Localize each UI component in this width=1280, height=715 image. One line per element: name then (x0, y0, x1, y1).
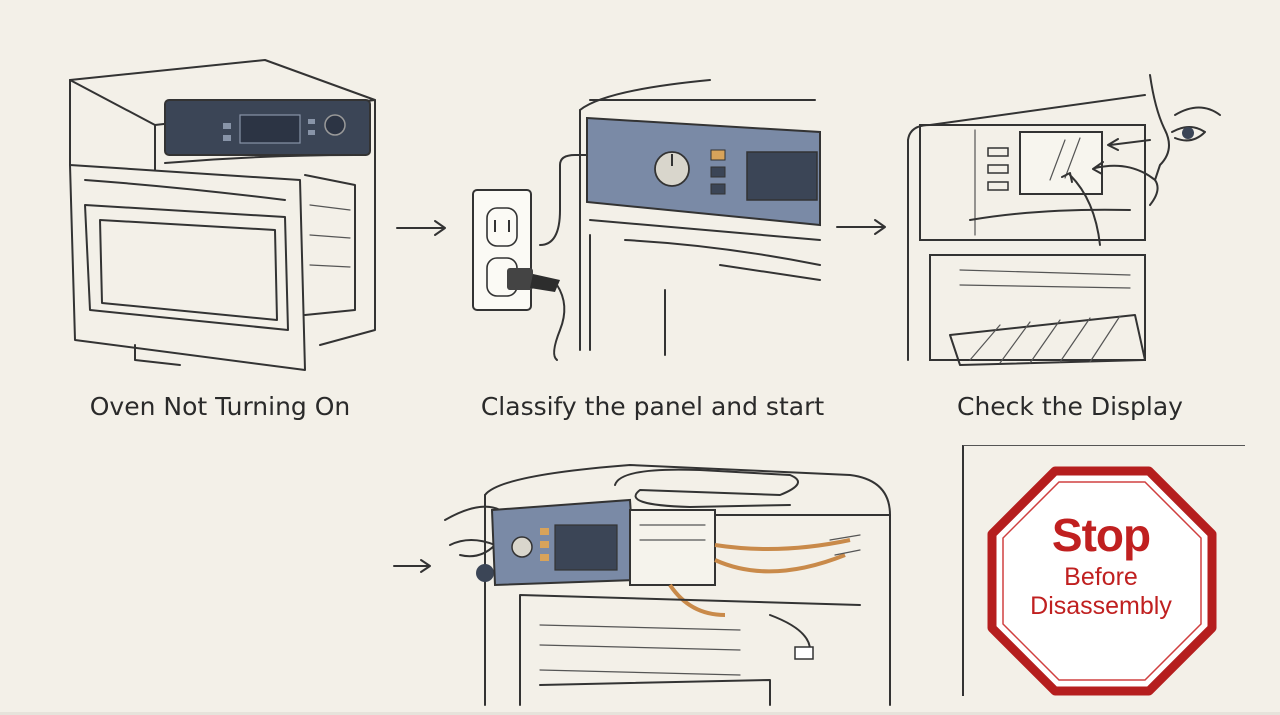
step-2-caption: Classify the panel and start (480, 392, 825, 421)
arrow-right-icon (396, 220, 446, 236)
check-display-illustration (907, 74, 1221, 366)
step-3-caption: Check the Display (957, 392, 1183, 421)
oven-wiring-illustration (444, 464, 891, 706)
arrow-right-icon (393, 559, 431, 573)
step-1-caption: Oven Not Turning On (89, 392, 351, 421)
stop-sign-title: Stop (1051, 509, 1151, 561)
stop-sign-line2: Disassembly (1030, 592, 1172, 620)
stop-sign-line1: Before (1064, 563, 1138, 591)
stop-sign-frame (962, 445, 1245, 696)
stop-sign-icon (987, 466, 1217, 696)
footer-divider (0, 712, 1280, 715)
arrow-right-icon (836, 219, 886, 235)
oven-open-door-illustration (69, 59, 376, 371)
outlet-and-panel-illustration (472, 79, 821, 361)
